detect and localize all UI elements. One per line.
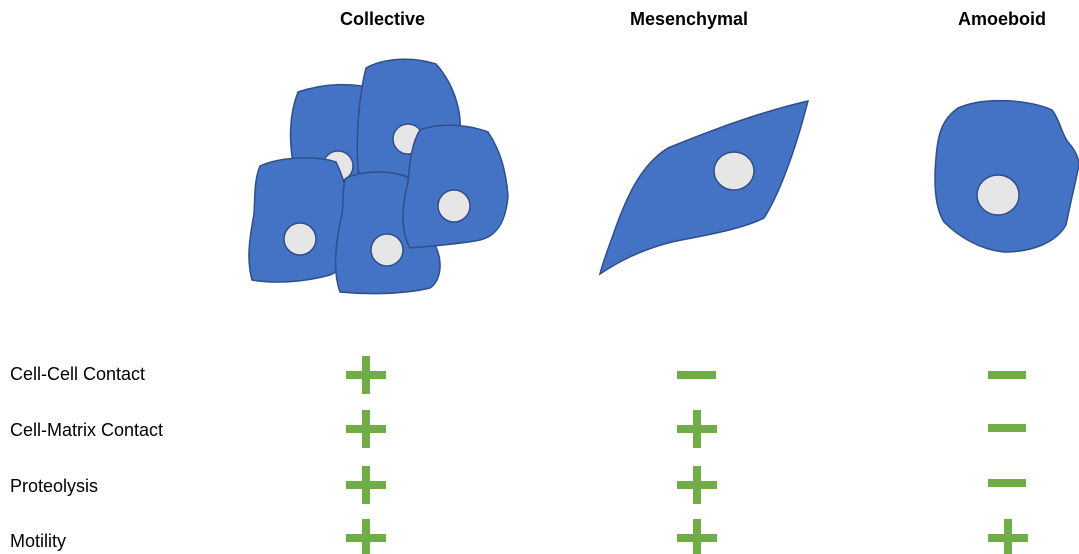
plus-sign-vertical: [362, 356, 370, 394]
mesenchymal-cell: [600, 101, 808, 274]
collective-cells-illustration: [249, 59, 508, 293]
collective-cell-right: [403, 125, 508, 248]
plus-sign-vertical: [693, 466, 701, 504]
plus-sign-vertical: [362, 519, 370, 554]
row-label-cell-matrix-contact: Cell-Matrix Contact: [10, 420, 163, 441]
collective-signs: [346, 356, 386, 554]
amoeboid-signs: [988, 371, 1028, 554]
nucleus: [977, 175, 1019, 215]
minus-sign: [988, 479, 1026, 487]
minus-sign: [677, 371, 716, 379]
plus-sign-vertical: [693, 410, 701, 448]
row-label-proteolysis: Proteolysis: [10, 476, 98, 497]
nucleus: [714, 152, 754, 190]
plus-sign-vertical: [1004, 519, 1012, 554]
mesenchymal-cell-illustration: [600, 101, 808, 274]
minus-sign: [988, 371, 1026, 379]
nucleus: [284, 223, 316, 255]
plus-sign-vertical: [362, 466, 370, 504]
nucleus: [371, 234, 403, 266]
nucleus: [438, 190, 470, 222]
minus-sign: [988, 424, 1026, 432]
plus-sign-vertical: [362, 410, 370, 448]
row-label-cell-cell-contact: Cell-Cell Contact: [10, 364, 145, 385]
row-label-motility: Motility: [10, 531, 66, 552]
mesenchymal-signs: [677, 371, 717, 554]
amoeboid-cell-illustration: [935, 101, 1079, 252]
plus-sign-vertical: [693, 519, 701, 554]
